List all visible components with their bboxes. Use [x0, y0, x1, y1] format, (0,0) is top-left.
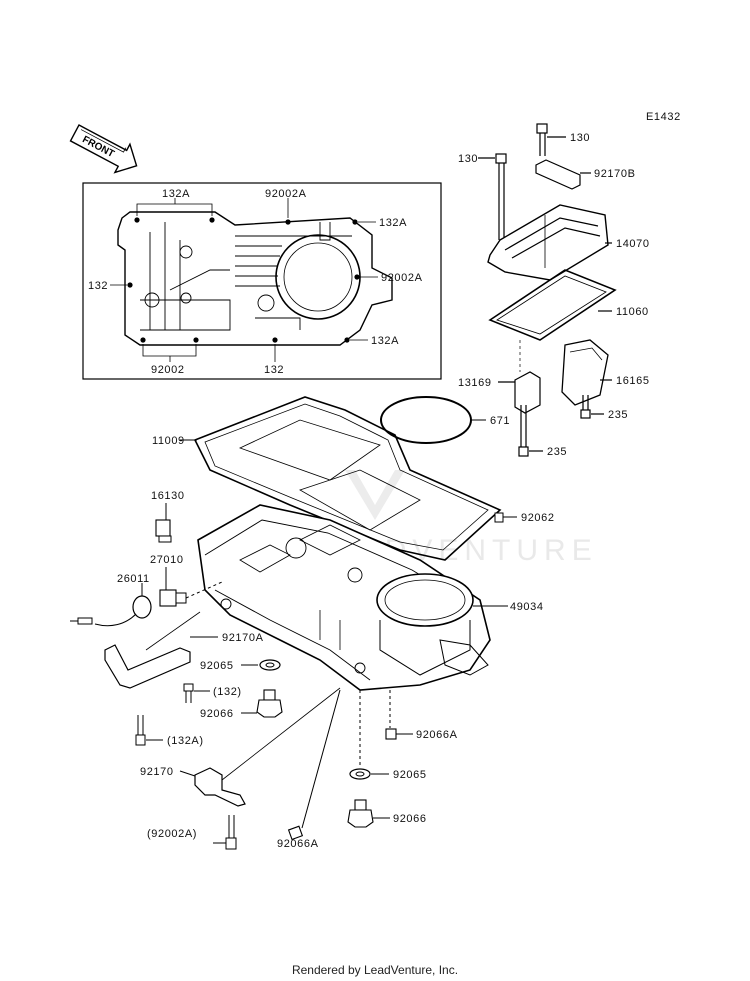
plug-92066-lower — [347, 799, 390, 828]
label-92065-upper: 92065 — [200, 660, 234, 672]
label-92170a: 92170A — [222, 632, 264, 644]
label-11060: 11060 — [616, 306, 649, 318]
plug-92062 — [494, 512, 517, 523]
bolt-92002a — [213, 815, 237, 850]
bolt-132a — [135, 715, 163, 746]
label-92062: 92062 — [521, 512, 555, 524]
breather-cover-group — [478, 123, 617, 457]
label-130-top: 130 — [570, 132, 590, 144]
inset-label-132a-bottom: 132A — [371, 335, 399, 347]
label-16165: 16165 — [616, 375, 650, 387]
switch-16130 — [155, 503, 172, 543]
inset-label-92002a-right: 92002A — [381, 272, 423, 284]
label-13169: 13169 — [458, 377, 492, 389]
plug-92066a-bottom — [287, 689, 341, 841]
label-92170b: 92170B — [594, 168, 636, 180]
label-235-right: 235 — [608, 409, 628, 421]
bolt-235-right — [580, 395, 604, 419]
footer-credit: Rendered by LeadVenture, Inc. — [291, 963, 459, 977]
washer-92065-upper — [241, 659, 281, 671]
label-92066a-bottom: 92066A — [277, 838, 319, 850]
label-92066-lower: 92066 — [393, 813, 427, 825]
inset-label-92002-bottom: 92002 — [151, 364, 185, 376]
label-671: 671 — [490, 415, 510, 427]
inset-label-132-left: 132 — [88, 280, 108, 292]
label-130-left: 130 — [458, 153, 478, 165]
bolt-130-top — [536, 123, 566, 156]
label-132a-paren: (132A) — [167, 735, 204, 747]
bolt-130-left — [478, 153, 507, 240]
sensor-26011 — [70, 583, 152, 627]
bracket-92170a — [104, 636, 218, 689]
watermark-logo-icon — [345, 470, 405, 520]
label-92066-upper: 92066 — [200, 708, 234, 720]
label-92170: 92170 — [140, 766, 174, 778]
bolt-235-left — [518, 405, 543, 457]
inset-label-132a-top: 132A — [162, 188, 190, 200]
switch-27010 — [159, 567, 223, 607]
plug-92066-upper — [241, 689, 283, 718]
label-92002a-paren: (92002A) — [147, 828, 197, 840]
label-132-paren: (132) — [213, 686, 242, 698]
label-14070: 14070 — [616, 238, 650, 250]
label-16130: 16130 — [151, 490, 185, 502]
label-49034: 49034 — [510, 601, 544, 613]
oil-pan-49034 — [197, 504, 508, 691]
leader-lines — [145, 611, 341, 781]
bracket-92170 — [179, 767, 246, 807]
label-92066a-right: 92066A — [416, 729, 458, 741]
bolt-132 — [183, 683, 210, 703]
label-235-left: 235 — [547, 446, 567, 458]
label-26011: 26011 — [117, 573, 150, 585]
diagram-code: E1432 — [646, 111, 681, 123]
inset-label-132a-right: 132A — [379, 217, 407, 229]
washer-92065-lower — [349, 690, 389, 780]
plug-92066a-right — [385, 690, 413, 740]
inset-label-92002a-top: 92002A — [265, 188, 307, 200]
inset-bottom-view: 132A 92002A 132A 92002A 132 132A 92002 1… — [82, 182, 442, 380]
inset-label-132-bottom: 132 — [264, 364, 284, 376]
label-11009: 11009 — [152, 435, 185, 447]
label-92065-lower: 92065 — [393, 769, 427, 781]
label-27010: 27010 — [150, 554, 184, 566]
gasket-11009 — [180, 396, 502, 561]
front-arrow-icon: FRONT — [69, 124, 138, 174]
o-ring-671 — [380, 396, 486, 444]
